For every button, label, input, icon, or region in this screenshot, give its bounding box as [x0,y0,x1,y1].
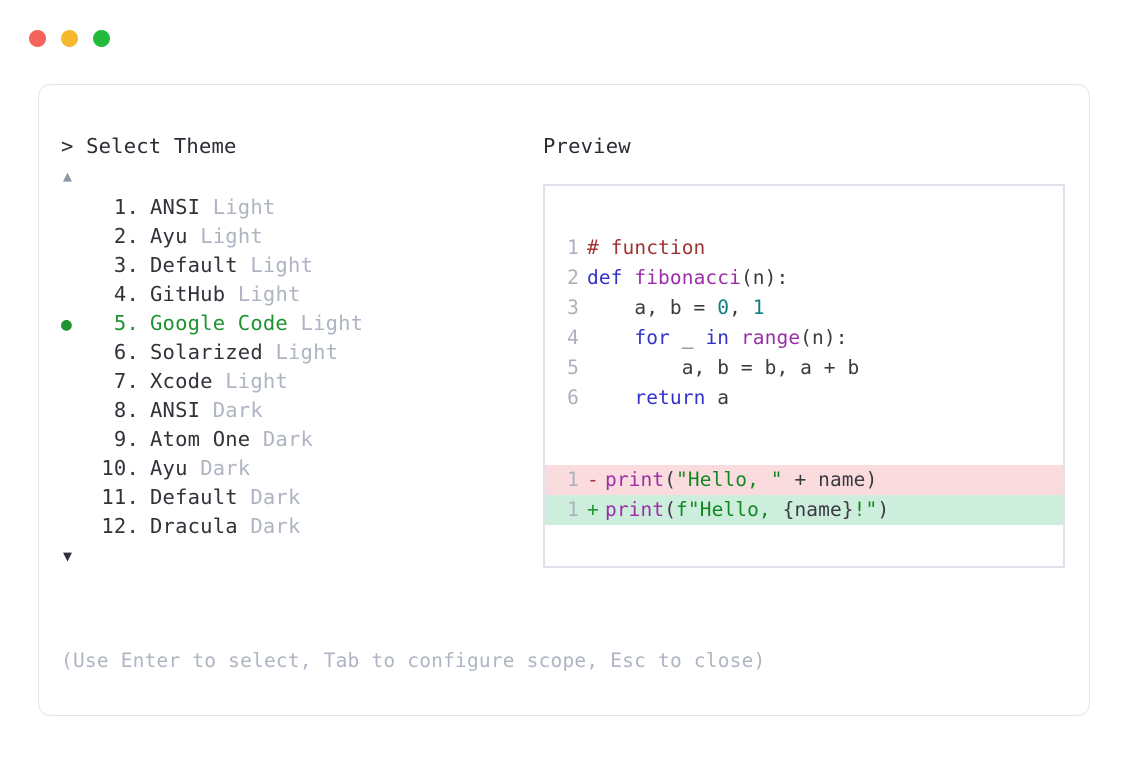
window-titlebar [0,0,1129,76]
code-line: 1 # function [545,233,1063,263]
list-item[interactable]: 7. Xcode Light [61,367,531,396]
list-item-index: 5. [113,311,139,335]
scroll-down-icon[interactable]: ▼ [63,547,73,565]
keyboard-hint: (Use Enter to select, Tab to configure s… [61,649,766,672]
prompt-caret-icon: > [61,134,74,158]
list-item[interactable]: 2. Ayu Light [61,222,531,251]
line-number: 3 [567,296,579,319]
list-item-variant: Light [275,340,339,364]
prompt-header: > Select Theme [61,131,531,161]
list-item-variant: Light [200,224,263,248]
prompt-title [74,134,87,158]
line-number: 2 [567,266,579,289]
list-item-index: 7. [113,369,139,393]
line-number: 1 [567,498,579,521]
list-item[interactable]: 1. ANSI Light [61,193,531,222]
list-item-label: Google Code [150,311,288,335]
code-text: print(f"Hello, {name}!") [605,498,890,521]
diff-line-added: 1 + print(f"Hello, {name}!") [545,495,1063,525]
preview-label: Preview [543,134,631,158]
list-item-index: 9. [113,427,139,451]
list-item-variant: Dark [200,456,251,480]
page-title: Select Theme [86,134,237,158]
list-item[interactable]: 3. Default Light [61,251,531,280]
list-item-label: ANSI [150,195,201,219]
line-number: 1 [567,468,579,491]
list-item-label: ANSI [150,398,201,422]
code-line: 2 def fibonacci(n): [545,263,1063,293]
list-item[interactable]: 12. Dracula Dark [61,512,531,541]
code-line: 3 a, b = 0, 1 [545,293,1063,323]
list-item-index: 12. [101,514,139,538]
code-text: print("Hello, " + name) [605,468,878,491]
list-item[interactable]: 4. GitHub Light [61,280,531,309]
list-item-label: Dracula [150,514,238,538]
list-item-label: Ayu [150,456,188,480]
diff-block: 1 - print("Hello, " + name) 1 + print(f"… [545,465,1063,525]
list-item-variant: Light [237,282,301,306]
list-item-variant: Light [225,369,288,393]
list-item-variant: Light [300,311,364,335]
list-item-variant: Dark [250,485,301,509]
scroll-up-icon[interactable]: ▲ [63,167,73,185]
maximize-button-icon[interactable] [93,29,110,47]
list-item-label: Ayu [150,224,188,248]
list-item-index: 11. [101,485,139,509]
code-spacer [545,439,1063,465]
list-item-variant: Dark [262,427,314,451]
list-item[interactable]: 9. Atom One Dark [61,425,531,454]
list-item[interactable]: 6. Solarized Light [61,338,531,367]
minimize-button-icon[interactable] [61,29,78,47]
list-item-label: Default [150,253,238,277]
list-item-index: 1. [113,195,139,219]
list-item-label: Xcode [150,369,213,393]
list-item-selected[interactable]: ● 5. Google Code Light [61,309,531,338]
list-item-label: Default [150,485,238,509]
list-item-index: 2. [113,224,139,248]
list-item-label: Solarized [150,340,263,364]
list-item-index: 4. [113,282,139,306]
list-item-variant: Light [250,253,314,277]
code-line: 6 return a [545,383,1063,413]
theme-list: 1. ANSI Light 2. Ayu Light 3. Default Li… [61,193,531,541]
line-number: 4 [567,326,579,349]
code-content: 1 # function 2 def fibonacci(n): 3 a, b … [545,233,1063,525]
code-text: for _ in range(n): [634,326,848,349]
line-number: 6 [567,386,579,409]
line-number: 5 [567,356,579,379]
close-button-icon[interactable] [29,29,46,47]
code-spacer [545,413,1063,439]
list-item[interactable]: 10. Ayu Dark [61,454,531,483]
list-item-variant: Dark [250,514,301,538]
diff-sign: + [587,498,599,521]
list-item-index: 3. [113,253,139,277]
code-line: 5 a, b = b, a + b [545,353,1063,383]
code-text: a, b = 0, 1 [587,296,765,319]
list-item-index: 6. [113,340,139,364]
list-item-label: Atom One [150,427,251,451]
code-text: return a [634,386,730,409]
list-item-index: 8. [113,398,139,422]
list-item[interactable]: 11. Default Dark [61,483,531,512]
list-item-variant: Dark [212,398,263,422]
code-text: a, b = b, a + b [587,356,860,379]
diff-sign: - [587,468,599,491]
code-text: # function [587,236,706,259]
diff-line-removed: 1 - print("Hello, " + name) [545,465,1063,495]
list-item-index: 10. [101,456,139,480]
window-controls [29,29,110,47]
list-item-label: GitHub [150,282,226,306]
code-line: 4 for _ in range(n): [545,323,1063,353]
line-number: 1 [567,236,579,259]
theme-selector-panel: > Select Theme ▲ 1. ANSI Light 2. Ayu Li… [61,131,531,571]
theme-picker-card: > Select Theme ▲ 1. ANSI Light 2. Ayu Li… [38,84,1090,716]
preview-panel: Preview 1 # function 2 def fibonacci(n):… [543,131,1069,568]
selection-bullet-icon: ● [61,314,73,335]
list-item-variant: Light [212,195,276,219]
code-preview-box: 1 # function 2 def fibonacci(n): 3 a, b … [543,184,1065,568]
list-item[interactable]: 8. ANSI Dark [61,396,531,425]
code-text: def fibonacci(n): [587,266,789,289]
